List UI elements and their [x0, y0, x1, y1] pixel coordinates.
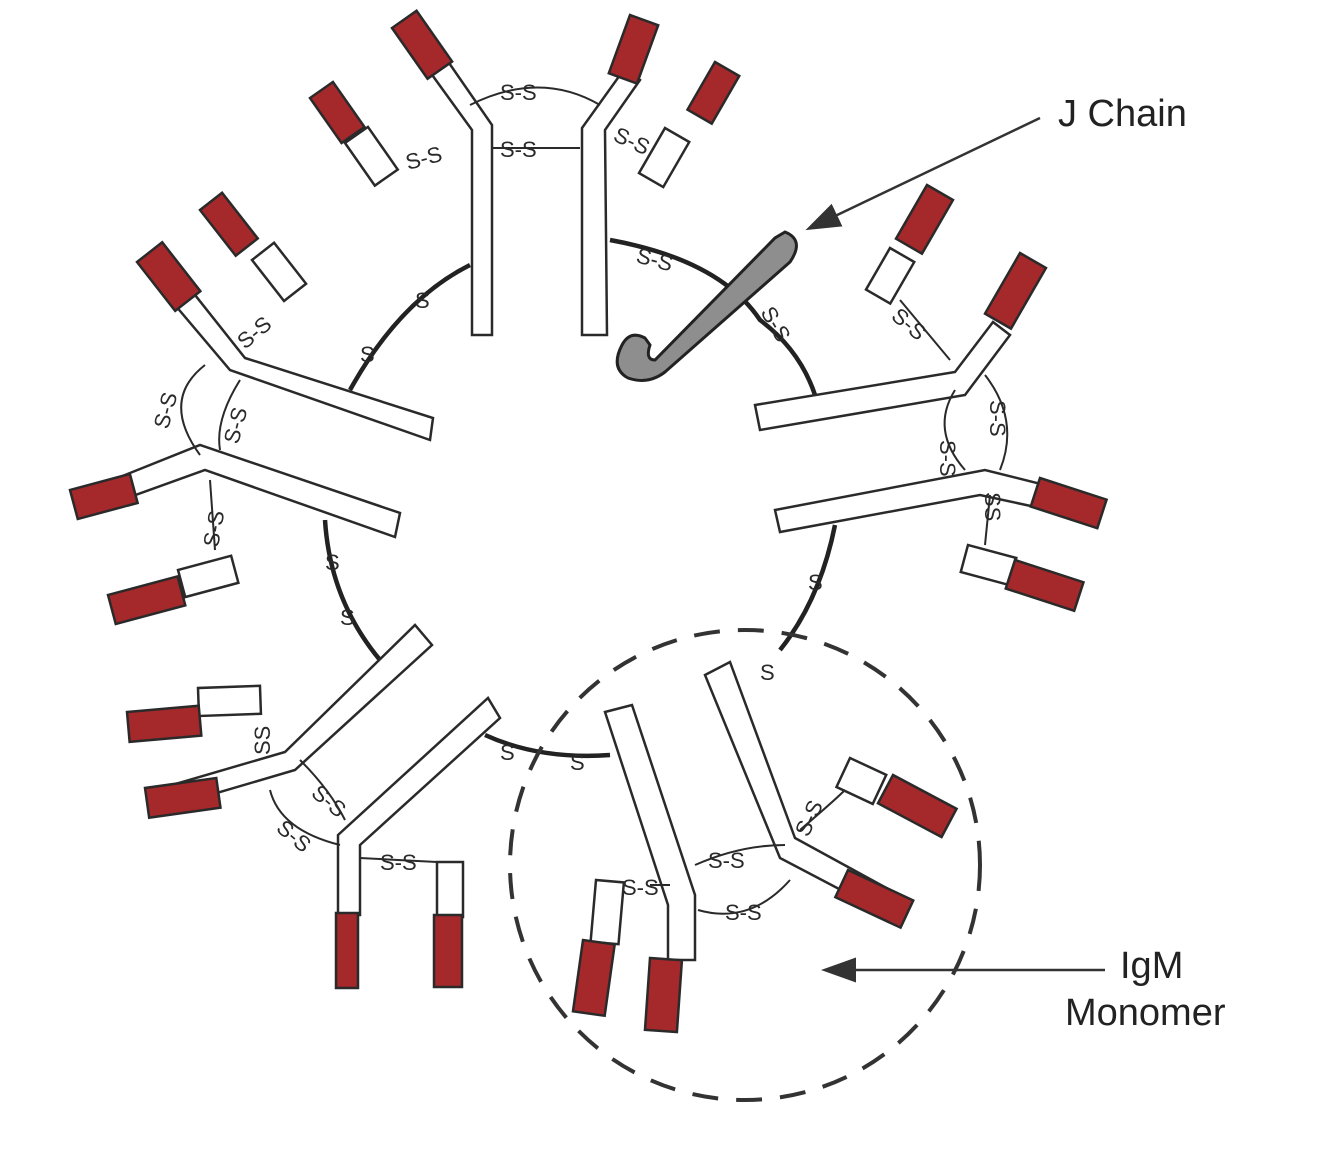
light-chain: [308, 80, 400, 188]
svg-text:S-S: S-S: [887, 303, 931, 346]
heavy-variable-region: [390, 9, 454, 81]
light-chain: [959, 543, 1086, 613]
inter-monomer-bonds: [322, 237, 838, 759]
svg-text:S-S: S-S: [149, 389, 183, 431]
light-chain: [198, 191, 308, 303]
svg-text:S-S: S-S: [500, 137, 537, 162]
svg-text:S-S: S-S: [307, 780, 351, 823]
j-chain-shape: [615, 230, 798, 382]
igm-monomer-label-line1: IgM: [1120, 945, 1183, 987]
monomer-right: [753, 183, 1109, 613]
svg-text:S-S: S-S: [634, 243, 676, 277]
svg-text:S-S: S-S: [380, 850, 417, 875]
svg-text:S-S: S-S: [622, 875, 659, 900]
monomer-left-upper: [68, 191, 435, 626]
heavy-variable-region: [607, 13, 660, 86]
monomer-top: [308, 9, 741, 337]
light-chain: [106, 554, 240, 626]
svg-text:S: S: [340, 605, 355, 630]
light-chain: [571, 878, 626, 1018]
igm-monomer-label-line2: Monomer: [1065, 992, 1226, 1034]
svg-text:S-S: S-S: [708, 848, 745, 873]
light-chain: [864, 183, 955, 306]
svg-text:S: S: [570, 750, 585, 775]
svg-text:S: S: [808, 570, 823, 595]
light-chain: [637, 60, 741, 189]
svg-text:S-S: S-S: [403, 141, 445, 175]
svg-text:S: S: [760, 660, 775, 685]
svg-text:S-S: S-S: [272, 815, 316, 858]
svg-text:S-S: S-S: [725, 900, 762, 925]
j-chain-arrow: [805, 116, 1041, 231]
light-chain: [125, 684, 263, 744]
svg-text:S: S: [325, 550, 340, 575]
monomer-left-lower: [125, 623, 502, 990]
svg-text:SS: SS: [980, 492, 1005, 521]
svg-text:S-S: S-S: [985, 400, 1010, 437]
svg-text:S-S: S-S: [198, 508, 229, 548]
svg-text:S-S: S-S: [756, 302, 796, 346]
svg-text:SS: SS: [250, 726, 275, 755]
svg-text:S: S: [415, 288, 430, 313]
igm-monomer-highlight-circle: [508, 628, 982, 1102]
svg-text:S: S: [360, 342, 375, 367]
light-chain: [834, 756, 959, 839]
svg-text:S-S: S-S: [790, 796, 828, 840]
svg-text:S-S: S-S: [500, 80, 537, 105]
svg-text:S-S: S-S: [232, 311, 276, 354]
monomer-igm-circled: [571, 660, 959, 1034]
svg-text:S-S: S-S: [935, 440, 960, 477]
svg-text:S-S: S-S: [610, 122, 654, 160]
svg-text:S: S: [500, 740, 515, 765]
j-chain-label: J Chain: [1058, 93, 1187, 135]
light-chain: [432, 860, 465, 989]
